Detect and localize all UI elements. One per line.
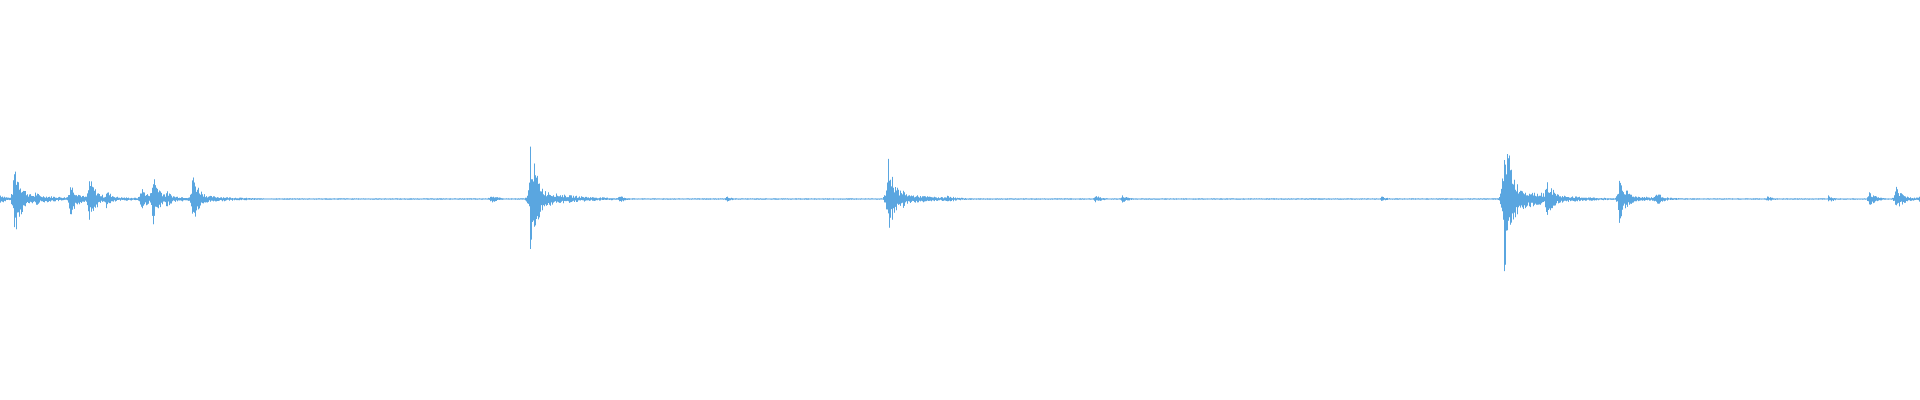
waveform-bars <box>0 146 1920 272</box>
